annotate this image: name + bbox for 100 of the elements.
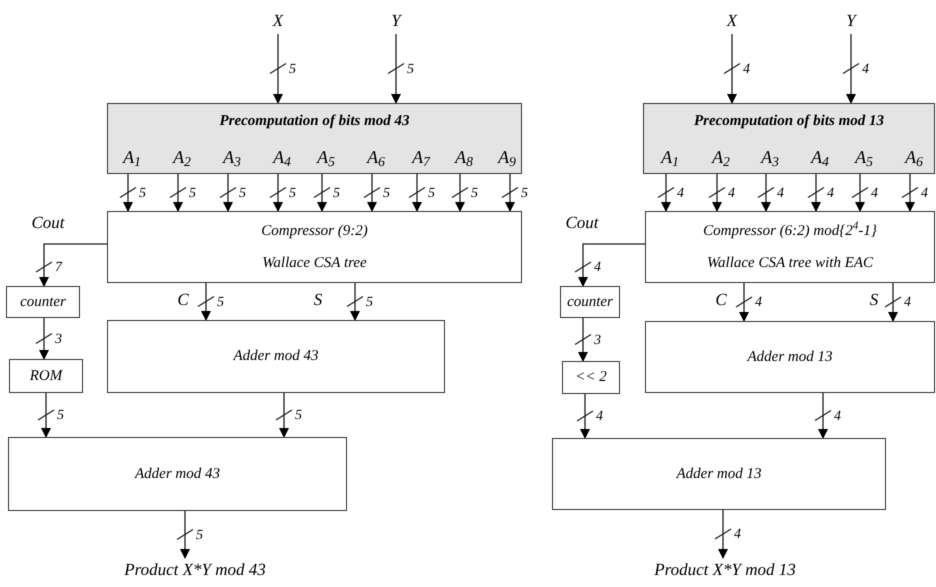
signal-label: C bbox=[715, 291, 727, 308]
bus-width-label: 4 bbox=[755, 296, 762, 310]
output-label: A$_{1}$ bbox=[661, 146, 679, 171]
signal-label: X bbox=[266, 8, 290, 34]
bus-arrow bbox=[39, 318, 49, 360]
bus-arrow bbox=[41, 393, 51, 438]
bus-arrow bbox=[279, 393, 289, 438]
output-label: A$_{4}$ bbox=[811, 146, 829, 171]
bus-width-label: 7 bbox=[55, 261, 62, 275]
process-box bbox=[9, 359, 83, 393]
signal-label: Y bbox=[839, 8, 863, 34]
bus-arrow bbox=[578, 243, 645, 287]
bus-arrow bbox=[455, 174, 465, 212]
bus-arrow bbox=[578, 318, 588, 362]
signal-label: S bbox=[314, 291, 322, 308]
bus-width-label: 5 bbox=[366, 296, 373, 310]
bus-arrow bbox=[123, 174, 133, 212]
block-text: Wallace CSA tree with EAC bbox=[706, 254, 874, 273]
block-text: Wallace CSA tree bbox=[262, 254, 367, 273]
block-text: Adder mod 13 bbox=[676, 464, 762, 484]
bus-width-label: 4 bbox=[904, 296, 911, 310]
output-label: A$_{1}$ bbox=[123, 146, 141, 171]
bus-width-label: 5 bbox=[189, 186, 196, 200]
block-text: ROM bbox=[30, 366, 62, 386]
block-text: Adder mod 43 bbox=[135, 464, 220, 484]
process-box bbox=[8, 437, 347, 511]
bus-arrow bbox=[367, 174, 377, 212]
output-label: A$_{2}$ bbox=[712, 146, 730, 171]
precomputation-block bbox=[643, 103, 935, 174]
block-text: Adder mod 43 bbox=[234, 347, 318, 366]
bus-arrow bbox=[180, 511, 190, 559]
bus-width-label: 5 bbox=[295, 409, 302, 423]
block-text: Adder mod 13 bbox=[748, 348, 832, 367]
bus-width-label: 3 bbox=[594, 334, 601, 348]
bus-width-label: 4 bbox=[777, 186, 784, 200]
bus-arrow bbox=[223, 174, 233, 212]
precomputation-block bbox=[107, 103, 522, 174]
bus-width-label: 4 bbox=[834, 410, 841, 424]
process-box bbox=[560, 286, 620, 318]
signal-label: X bbox=[720, 8, 744, 34]
bus-arrow bbox=[761, 174, 771, 212]
output-label: A$_{4}$ bbox=[273, 146, 291, 171]
bus-width-label: 5 bbox=[333, 186, 340, 200]
bus-arrow bbox=[505, 174, 515, 212]
bus-arrow bbox=[888, 283, 898, 322]
bus-width-label: 4 bbox=[734, 528, 741, 542]
bus-width-label: 5 bbox=[521, 186, 528, 200]
signal-label: S bbox=[870, 291, 878, 308]
signal-label: Product X*Y mod 43 bbox=[90, 558, 300, 582]
bus-width-label: 5 bbox=[57, 409, 64, 423]
block-text: counter bbox=[20, 292, 66, 312]
block-title: Precomputation of bits mod 13 bbox=[692, 112, 885, 131]
bus-arrow bbox=[739, 283, 749, 322]
compressor-block bbox=[107, 211, 522, 283]
bus-width-label: 5 bbox=[289, 62, 296, 76]
bus-arrow bbox=[391, 34, 401, 104]
output-label: A$_{9}$ bbox=[498, 146, 516, 171]
bus-width-label: 5 bbox=[289, 186, 296, 200]
block-title: Precomputation of bits mod 43 bbox=[218, 112, 410, 131]
bus-width-label: 5 bbox=[139, 186, 146, 200]
bus-width-label: 5 bbox=[407, 62, 414, 76]
bus-width-label: 4 bbox=[596, 410, 603, 424]
bus-width-label: 4 bbox=[827, 186, 834, 200]
bus-arrow bbox=[718, 510, 728, 559]
compressor-block bbox=[645, 211, 935, 283]
bus-width-label: 4 bbox=[862, 62, 869, 76]
signal-label: Y bbox=[384, 8, 408, 34]
bus-arrow bbox=[173, 174, 183, 212]
bus-width-label: 5 bbox=[196, 528, 203, 542]
bus-arrow bbox=[712, 174, 722, 212]
output-label: A$_{6}$ bbox=[367, 146, 385, 171]
signal-label: Cout bbox=[31, 214, 65, 231]
output-label: A$_{6}$ bbox=[905, 146, 923, 171]
bus-arrow bbox=[39, 243, 107, 287]
signal-label: C bbox=[177, 291, 189, 308]
block-text: Compressor (9:2) bbox=[261, 222, 368, 240]
bus-width-label: 4 bbox=[871, 186, 878, 200]
output-label: A$_{5}$ bbox=[317, 146, 335, 171]
output-label: A$_{7}$ bbox=[412, 146, 430, 171]
output-label: A$_{8}$ bbox=[455, 146, 473, 171]
bus-arrow bbox=[273, 34, 283, 104]
bus-arrow bbox=[412, 174, 422, 212]
bus-arrow bbox=[580, 394, 590, 439]
bus-arrow bbox=[273, 174, 283, 212]
block-text: counter bbox=[567, 292, 613, 312]
bus-arrow bbox=[317, 174, 327, 212]
process-box bbox=[552, 438, 886, 510]
bus-width-label: 4 bbox=[921, 186, 928, 200]
signal-label: Cout bbox=[565, 214, 599, 231]
process-box bbox=[107, 320, 445, 393]
bus-width-label: 4 bbox=[594, 261, 601, 275]
block-text: Compressor (6:2) mod{2$^{4}$-1} bbox=[703, 220, 877, 240]
bus-width-label: 3 bbox=[55, 332, 62, 346]
bus-arrow bbox=[661, 174, 671, 212]
bus-arrow bbox=[201, 283, 211, 321]
bus-width-label: 5 bbox=[217, 296, 224, 310]
bus-arrow bbox=[727, 34, 737, 104]
bus-width-label: 4 bbox=[743, 62, 750, 76]
bus-width-label: 5 bbox=[428, 186, 435, 200]
bus-arrow bbox=[846, 34, 856, 104]
